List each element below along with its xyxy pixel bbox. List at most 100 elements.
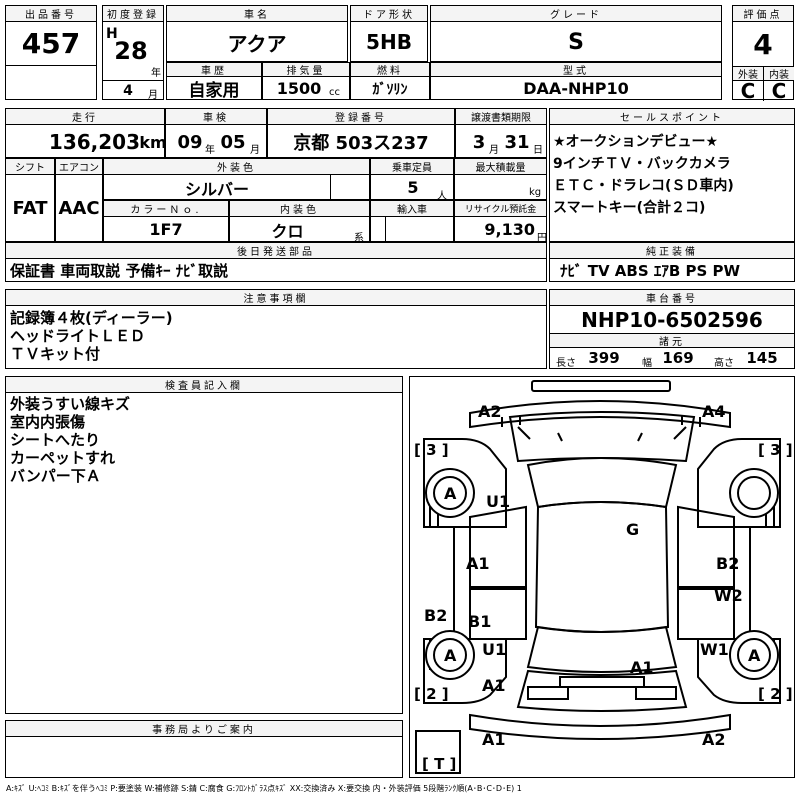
fuel: ｶﾞｿﾘﾝ <box>372 81 408 98</box>
mark-rear-right-wheel: A <box>748 646 761 665</box>
length: 399 <box>588 349 620 367</box>
max-load-unit: kg <box>529 187 542 198</box>
mark-front-left-door: A1 <box>466 554 490 573</box>
width: 169 <box>662 349 694 367</box>
recycle-label: リサイクル預託金 <box>455 201 546 217</box>
width-label: 幅 <box>642 358 652 369</box>
notes: 記録簿４枚(ディーラー) ヘッドライトＬＥＤ ＴＶキット付 <box>10 309 173 363</box>
max-load-label: 最大積載量 <box>455 159 546 175</box>
height: 145 <box>746 349 778 367</box>
score: 4 <box>753 27 773 61</box>
later-parts: 保証書 車両取説 予備ｷｰ ﾅﾋﾞ取説 <box>10 262 229 280</box>
color-no: 1F7 <box>149 220 183 239</box>
mark-rear-right-fender: W1 <box>700 640 729 659</box>
car-name: アクア <box>227 31 287 56</box>
history-box: 車歴 自家用 <box>166 62 262 101</box>
door-label: ドア形状 <box>351 6 427 22</box>
tire-spare: [ T ] <box>422 755 456 773</box>
max-load-box: 最大積載量 kg <box>454 158 547 200</box>
mark-front-right-door: B2 <box>716 554 739 573</box>
import <box>386 217 454 242</box>
inspection-month: 05 <box>220 131 246 153</box>
mileage: 136,203 <box>48 130 140 154</box>
mark-rear-right-door: W2 <box>714 586 743 605</box>
mark-front-right-corner: A4 <box>702 402 726 421</box>
first-reg-month: 4 <box>123 83 133 99</box>
tire-fr: [ 3 ] <box>758 441 793 459</box>
car-name-box: 車名 アクア <box>166 5 348 62</box>
first-reg-era: H <box>106 26 118 42</box>
door-type: 5HB <box>366 30 412 54</box>
score-box: 評価点 4 外装 内装 C C <box>732 5 794 103</box>
mark-rear-right-corner: A2 <box>702 730 726 749</box>
inspector-box: 検査員記入欄 外装うすい線キズ 室内内張傷 シートへたり カーペットすれ バンパ… <box>5 376 403 714</box>
fuel-box: 燃料 ｶﾞｿﾘﾝ <box>350 62 430 100</box>
int-color-box: 内装色 クロ 系 <box>229 200 370 244</box>
plate-number: 京都 503ス237 <box>293 133 429 154</box>
grade-label: グレード <box>431 6 721 22</box>
int-color: クロ <box>271 221 304 241</box>
max-load <box>455 175 525 200</box>
front-left-wheel-hub <box>433 476 467 510</box>
length-label: 長さ <box>556 358 576 369</box>
inspector-notes: 外装うすい線キズ 室内内張傷 シートへたり カーペットすれ バンパー下Ａ <box>10 395 131 485</box>
office-label: 事務局よりご案内 <box>6 721 402 737</box>
door-box: ドア形状 5HB <box>350 5 428 62</box>
mark-rear-left-fender: U1 <box>482 640 506 659</box>
mileage-label: 走行 <box>6 109 164 125</box>
specs-label: 諸元 <box>550 334 794 348</box>
int-color-label: 内装色 <box>230 201 369 217</box>
transfer-month: 3 <box>472 131 486 153</box>
inspector-label: 検査員記入欄 <box>6 377 402 393</box>
mark-trunk: A1 <box>630 658 654 677</box>
int-score-label: 内装 <box>764 67 794 81</box>
rear-left-wheel-hub <box>433 638 467 672</box>
selling-points-label: セールスポイント <box>550 109 794 125</box>
color-no-box: カラーＮｏ. 1F7 <box>103 200 229 242</box>
mileage-unit: km <box>139 132 167 152</box>
import-label: 輸入車 <box>371 201 453 217</box>
int-color-unit: 系 <box>354 233 364 244</box>
car-diagram-svg: [ 3 ] [ 3 ] [ 2 ] [ 2 ] [ T ] A2 A4 A U1… <box>414 380 793 774</box>
mileage-box: 走行 136,203 km <box>5 108 167 158</box>
mark-left-sill: B2 <box>424 606 447 625</box>
shift-box: シフト FAT <box>5 158 55 242</box>
displacement-unit: cc <box>329 87 340 98</box>
displacement-box: 排気量 1500 cc <box>262 62 350 100</box>
ext-color-box: 外装色 シルバー <box>103 158 370 201</box>
inspection-label: 車検 <box>166 109 266 125</box>
office-box: 事務局よりご案内 <box>5 720 403 778</box>
transfer-label: 譲渡書類期限 <box>456 109 546 125</box>
later-parts-box: 後日発送部品 保証書 車両取説 予備ｷｰ ﾅﾋﾞ取説 <box>5 242 547 282</box>
notes-box: 注意事項欄 記録簿４枚(ディーラー) ヘッドライトＬＥＤ ＴＶキット付 <box>5 289 547 369</box>
score-label: 評価点 <box>733 6 793 22</box>
tire-rl: [ 2 ] <box>414 685 449 703</box>
spare-tire-box <box>415 730 461 774</box>
fuel-label: 燃料 <box>351 63 429 77</box>
wheels <box>415 468 779 774</box>
color-no-label: カラーＮｏ. <box>104 201 228 217</box>
height-label: 高さ <box>714 358 734 369</box>
mark-front-left-corner: A2 <box>478 402 502 421</box>
mark-front-left-fender: U1 <box>486 492 510 511</box>
inspection-month-unit: 月 <box>250 145 260 156</box>
first-reg-year-unit: 年 <box>151 68 161 79</box>
aircon: AAC <box>58 197 100 219</box>
ext-color: シルバー <box>184 179 249 199</box>
grade: S <box>568 29 584 55</box>
history-label: 車歴 <box>167 63 261 77</box>
capacity-label: 乗車定員 <box>371 159 453 175</box>
first-reg-box: 初度登録 H 28 年 4 月 <box>102 5 164 101</box>
model-label: 型式 <box>431 63 721 77</box>
front-right-wheel-hub <box>737 476 771 510</box>
tire-fl: [ 3 ] <box>414 441 449 459</box>
recycle-unit: 円 <box>537 233 547 244</box>
later-parts-label: 後日発送部品 <box>6 243 546 259</box>
mark-roof: G <box>626 520 639 539</box>
plate-box: 登録番号 京都 503ス237 <box>267 108 455 158</box>
inspection-box: 車検 09 年 05 月 <box>165 108 267 158</box>
equipment: ﾅﾋﾞ TV ABS ｴｱB PS PW <box>560 262 741 280</box>
mark-front-left-wheel: A <box>444 484 457 503</box>
tire-rr: [ 2 ] <box>758 685 793 703</box>
aircon-box: エアコン AAC <box>55 158 103 242</box>
